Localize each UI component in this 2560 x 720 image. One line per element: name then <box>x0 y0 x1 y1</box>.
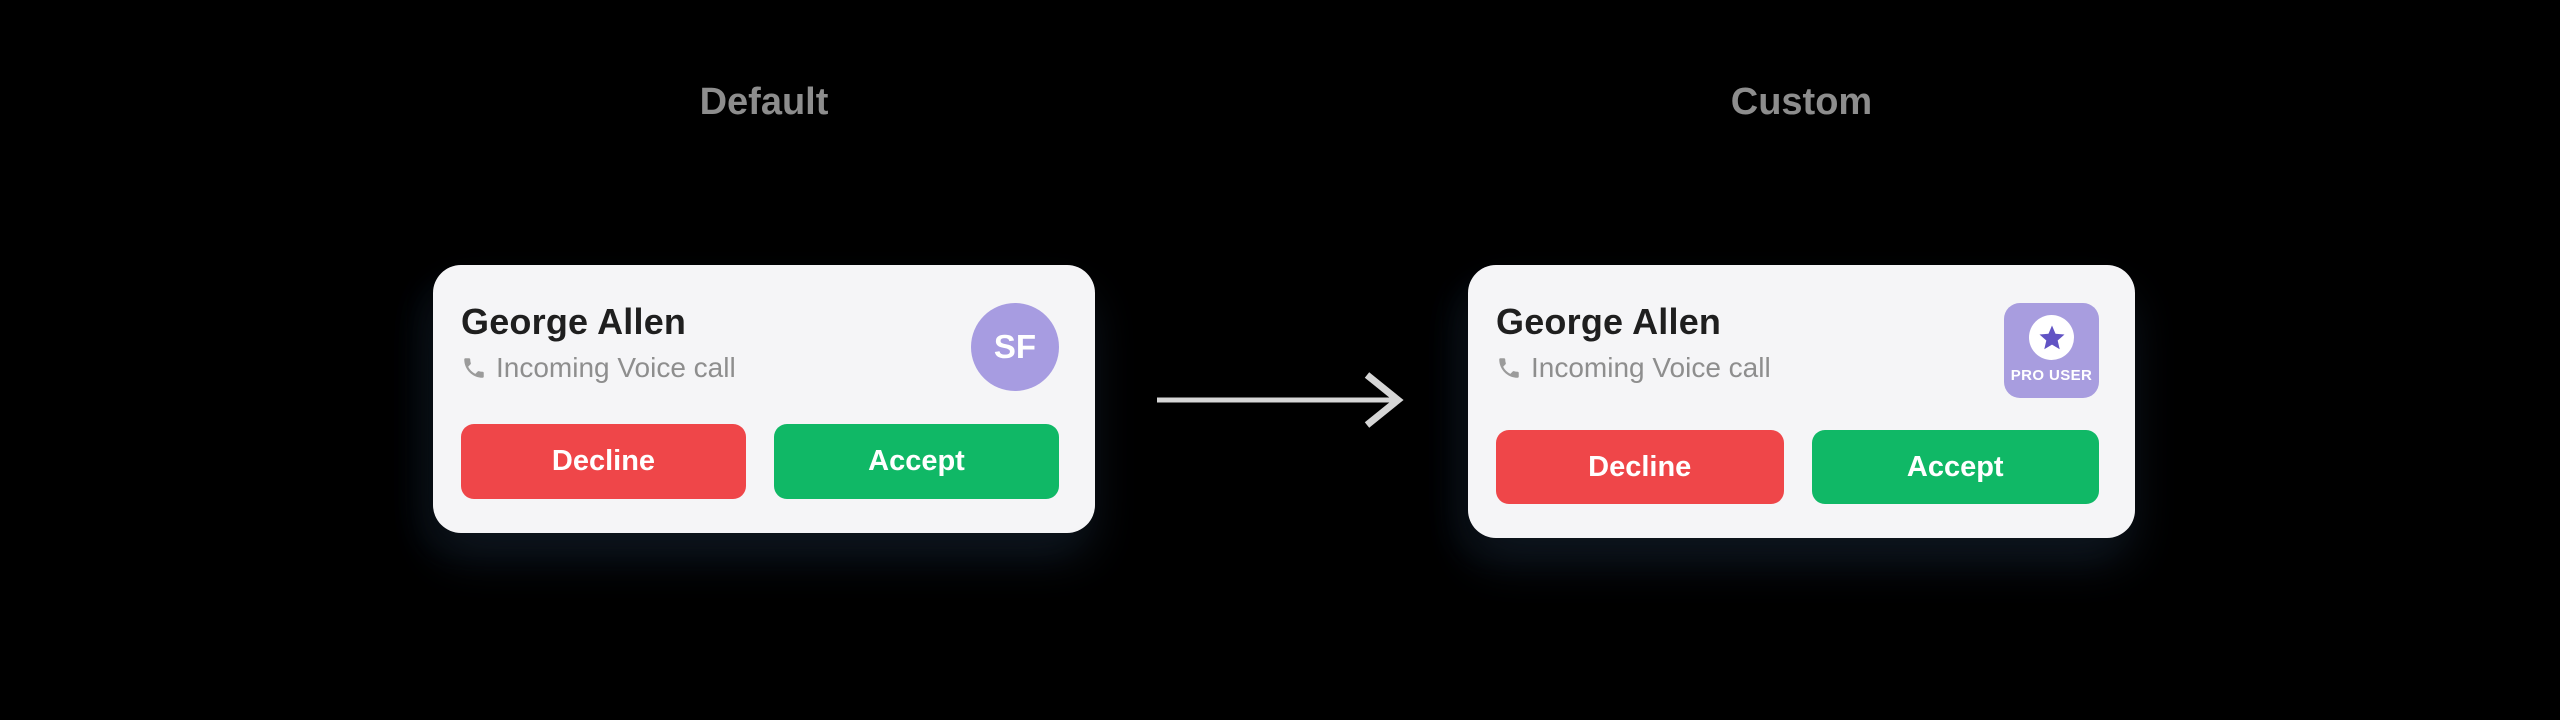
default-panel-title: Default <box>699 81 829 123</box>
avatar: SF <box>971 303 1059 391</box>
phone-receiver-icon <box>464 358 484 378</box>
card-header: George Allen Incoming Voice call PRO USE… <box>1496 301 2099 398</box>
star-circle <box>2029 315 2074 360</box>
custom-panel-title: Custom <box>1730 81 1873 123</box>
phone-receiver-icon <box>1499 358 1519 378</box>
call-actions: Decline Accept <box>1496 430 2099 504</box>
accept-button[interactable]: Accept <box>774 424 1059 499</box>
call-type-label: Incoming Voice call <box>496 352 736 384</box>
card-header: George Allen Incoming Voice call SF <box>461 301 1059 391</box>
caller-name: George Allen <box>461 301 687 342</box>
arrow-right-icon <box>1145 368 1415 432</box>
pro-user-badge-label: PRO USER <box>2010 367 2093 384</box>
caller-info: George Allen Incoming Voice call <box>1496 301 1771 385</box>
call-type-row: Incoming Voice call <box>461 351 736 385</box>
decline-button[interactable]: Decline <box>461 424 746 499</box>
decline-button[interactable]: Decline <box>1496 430 1784 504</box>
incoming-call-card-default: George Allen Incoming Voice call SF Decl… <box>433 265 1095 533</box>
star-icon <box>2039 325 2064 349</box>
caller-name: George Allen <box>1496 301 1722 342</box>
call-actions: Decline Accept <box>461 424 1059 499</box>
call-type-row: Incoming Voice call <box>1496 351 1771 385</box>
incoming-call-card-custom: George Allen Incoming Voice call PRO USE… <box>1468 265 2135 538</box>
caller-info: George Allen Incoming Voice call <box>461 301 736 385</box>
call-type-label: Incoming Voice call <box>1531 352 1771 384</box>
accept-button[interactable]: Accept <box>1811 430 2099 504</box>
pro-user-badge: PRO USER <box>2004 303 2099 398</box>
